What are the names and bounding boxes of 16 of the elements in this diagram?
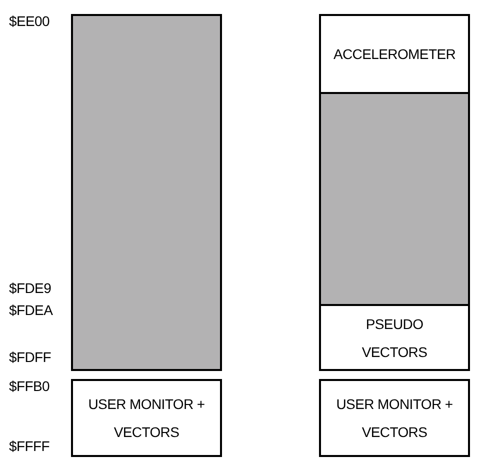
block-label: ACCELEROMETER [332, 45, 457, 64]
address-label: $FDEA [9, 302, 53, 318]
memory-block [319, 379, 470, 457]
memory-block-shaded [71, 14, 222, 371]
block-label: PSEUDO VECTORS [360, 314, 428, 362]
block-label: USER MONITOR + VECTORS [335, 395, 454, 442]
block-label: USER MONITOR + VECTORS [87, 395, 206, 442]
address-label: $FFB0 [9, 378, 50, 394]
address-label: $FDE9 [9, 280, 52, 296]
memory-block [71, 379, 222, 457]
memory-block [319, 14, 470, 94]
address-label: $FFFF [9, 438, 50, 454]
address-label: $EE00 [9, 13, 50, 29]
memory-block-shaded [319, 92, 470, 306]
memory-block [319, 304, 470, 371]
address-label: $FDFF [9, 349, 52, 365]
